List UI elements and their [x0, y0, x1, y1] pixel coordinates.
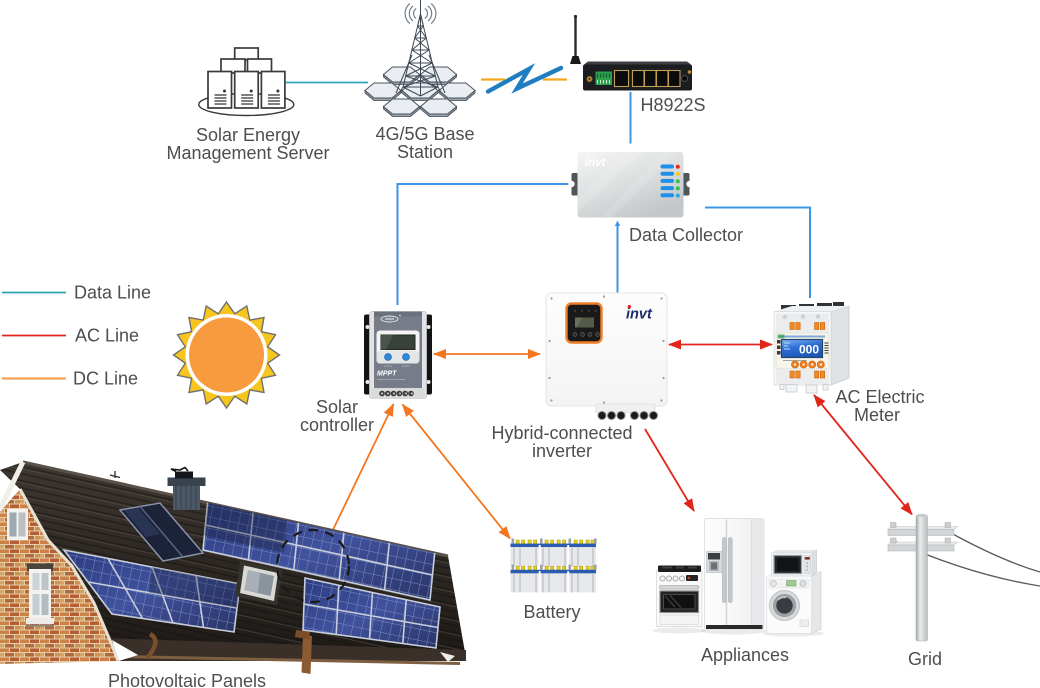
svg-text:DC Line: DC Line	[73, 369, 138, 389]
svg-text:inverter: inverter	[532, 441, 592, 461]
svg-text:Data Collector: Data Collector	[629, 225, 743, 245]
svg-text:Battery: Battery	[523, 602, 580, 622]
svg-text:MPPT: MPPT	[377, 371, 397, 378]
svg-text:Management Server: Management Server	[166, 143, 329, 163]
svg-text:Data Line: Data Line	[74, 283, 151, 303]
svg-text:4G/5G Base: 4G/5G Base	[375, 124, 474, 144]
svg-text:Appliances: Appliances	[701, 645, 789, 665]
svg-text:AC Electric: AC Electric	[835, 387, 924, 407]
svg-text:Solar: Solar	[316, 397, 358, 417]
svg-text:Hybrid-connected: Hybrid-connected	[491, 423, 632, 443]
svg-text:controller: controller	[300, 415, 374, 435]
svg-text:Photovoltaic Panels: Photovoltaic Panels	[108, 671, 266, 688]
svg-text:Solar Energy: Solar Energy	[196, 125, 300, 145]
svg-text:invt: invt	[585, 157, 607, 169]
svg-text:invt: invt	[626, 307, 653, 323]
svg-text:AC Line: AC Line	[75, 326, 139, 346]
svg-text:Meter: Meter	[854, 405, 900, 425]
svg-text:Station: Station	[397, 142, 453, 162]
svg-text:H8922S: H8922S	[640, 95, 705, 115]
svg-text:000: 000	[799, 343, 819, 357]
svg-text:Grid: Grid	[908, 649, 942, 669]
